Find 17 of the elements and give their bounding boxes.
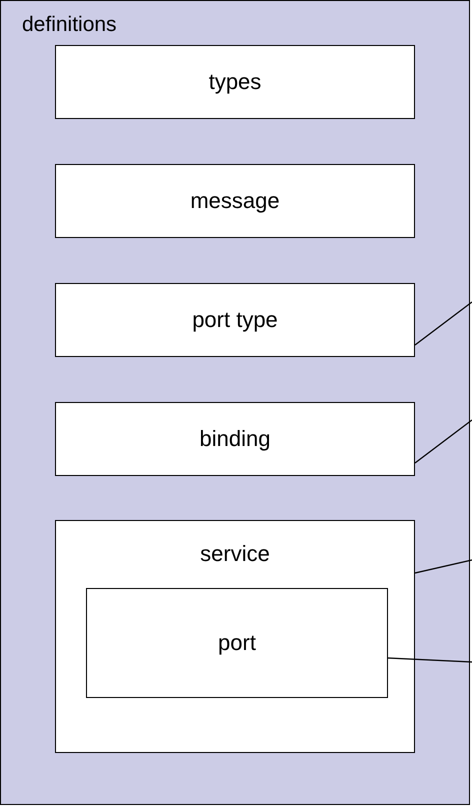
leader-line bbox=[414, 302, 472, 346]
box-label: port bbox=[218, 630, 256, 656]
box-label: binding bbox=[200, 426, 270, 452]
element-box bbox=[55, 164, 415, 238]
box-label: port type bbox=[192, 307, 278, 333]
element-box bbox=[55, 402, 415, 476]
box-label: service bbox=[200, 541, 270, 567]
element-box bbox=[86, 588, 388, 698]
element-box bbox=[55, 45, 415, 119]
box-label: message bbox=[190, 188, 280, 214]
leader-line bbox=[414, 420, 472, 464]
element-box bbox=[55, 520, 415, 753]
leader-line bbox=[414, 559, 472, 574]
box-label: types bbox=[208, 69, 262, 95]
leader-line bbox=[388, 657, 472, 663]
box-label: definitions bbox=[22, 13, 117, 37]
element-box bbox=[55, 283, 415, 357]
